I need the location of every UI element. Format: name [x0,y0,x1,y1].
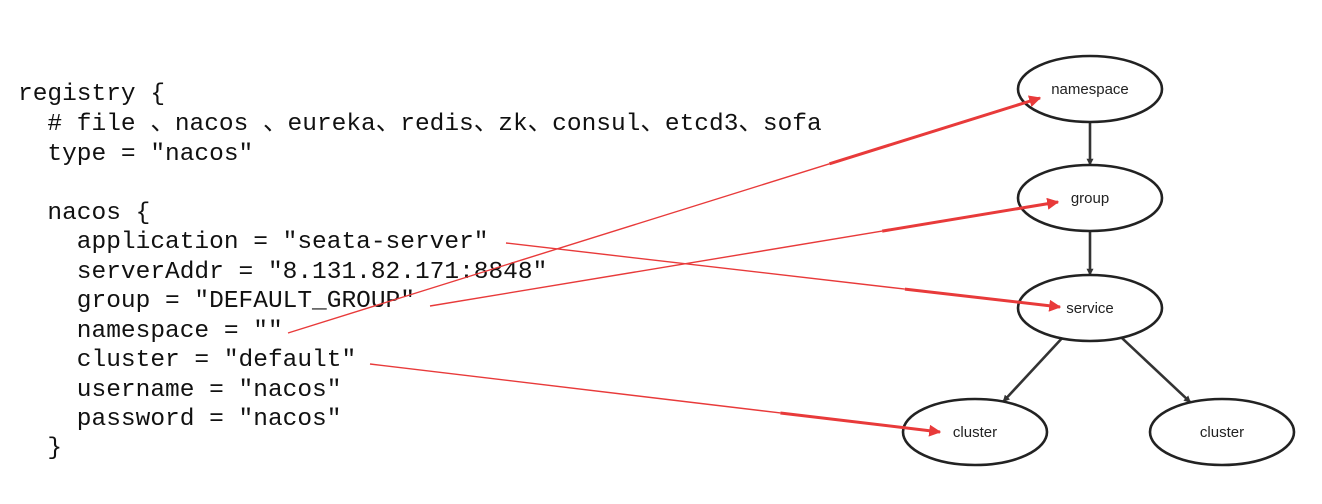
node-label-service: service [1066,300,1114,317]
node-ellipse-namespace [1016,54,1164,124]
mapping-arrow-thin-segment [369,363,781,414]
node-namespace: namespace [1016,54,1164,124]
node-cluster-1: cluster [901,397,1049,467]
mapping-arrow-thick-segment [904,287,1062,312]
mapping-arrow-line8-to-namespace [287,95,1042,334]
node-label-cluster-2: cluster [1200,424,1244,441]
code-line-type: type = "nacos" [18,141,254,168]
edge-service-to-cluster-2 [1120,336,1192,404]
code-line-cluster: cluster = "default" [18,347,357,374]
node-label-cluster-1: cluster [953,424,997,441]
mapping-arrow-thick-segment [828,95,1042,166]
node-service: service [1016,273,1164,343]
code-line-registry-open: registry { [18,81,166,108]
code-line-comment: # file 、nacos 、eureka、redis、zk、consul、et… [18,111,822,138]
code-line-password: password = "nacos" [18,406,342,433]
code-line-nacos-open: nacos { [18,200,151,227]
code-line-nacos-close: } [18,435,63,462]
node-group: group [1016,163,1164,233]
code-line-namespace: namespace = "" [18,318,283,345]
mapping-arrow-thin-segment [505,242,905,290]
code-line-username: username = "nacos" [18,377,342,404]
code-line-application: application = "seata-server" [18,229,489,256]
mapping-arrow-thin-segment [287,163,830,334]
mapping-arrow-thick-segment [881,197,1060,233]
node-label-group: group [1071,190,1109,207]
mapping-arrow-line5-to-service [505,242,1062,312]
node-cluster-2: cluster [1148,397,1296,467]
mapping-arrow-thin-segment [429,230,883,307]
node-ellipse-service [1016,273,1164,343]
hierarchy-edges [1002,122,1192,404]
node-label-namespace: namespace [1051,81,1129,98]
node-ellipse-cluster-2 [1148,397,1296,467]
edge-service-to-cluster-1 [1002,337,1063,403]
code-line-server-addr: serverAddr = "8.131.82.171:8848" [18,259,548,286]
mapping-arrow-line7-to-group [429,197,1060,307]
config-mapping-arrows [287,95,1062,437]
node-ellipse-cluster-1 [901,397,1049,467]
node-ellipse-group [1016,163,1164,233]
hierarchy-nodes: namespace group service cluster cluster [901,54,1296,467]
code-line-group: group = "DEFAULT_GROUP" [18,288,415,315]
mapping-arrow-line9-to-cluster-1 [369,363,942,437]
mapping-arrow-thick-segment [780,411,942,437]
